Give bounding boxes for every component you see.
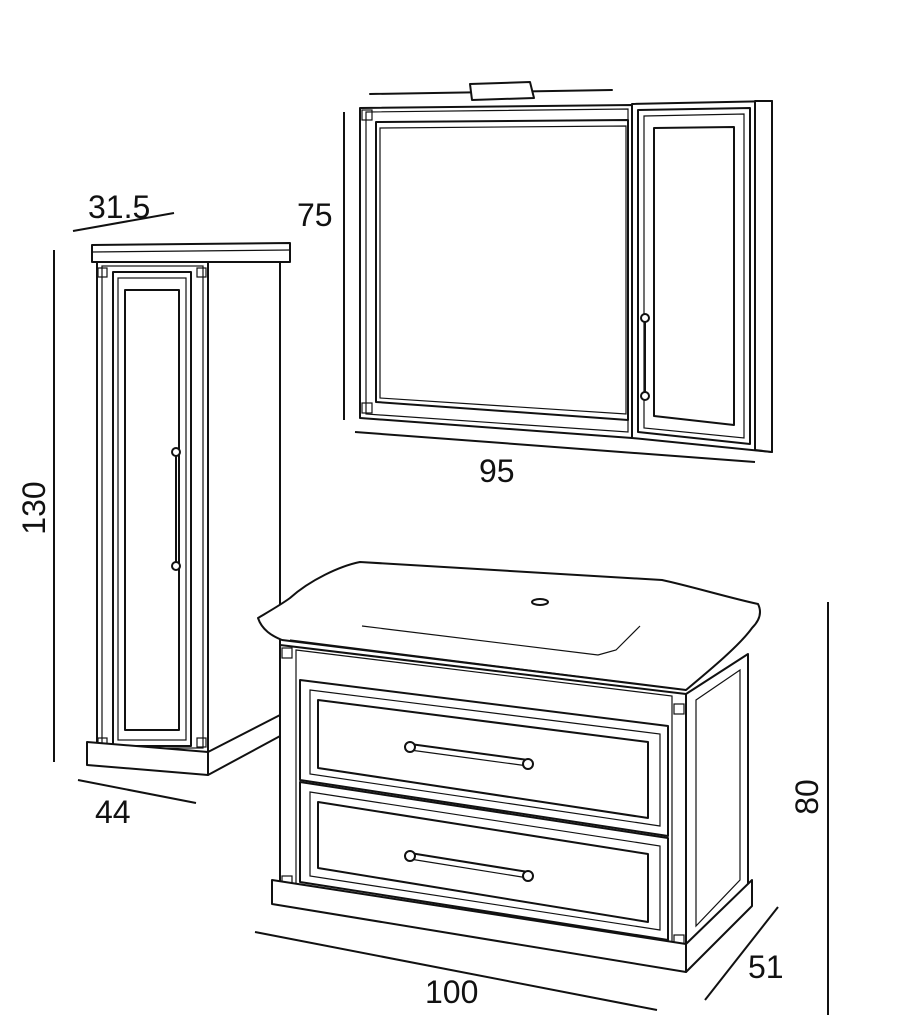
- vanity-depth-label: 51: [748, 949, 784, 985]
- dimension-lines: [53, 112, 829, 1015]
- tall-cabinet-width-label: 44: [95, 794, 131, 830]
- tall-cabinet-depth-label: 31.5: [88, 189, 150, 225]
- vanity-width-label: 100: [425, 974, 478, 1010]
- tall-cabinet-height-label: 130: [16, 481, 52, 534]
- mirror-height-label: 75: [297, 197, 333, 233]
- dimension-labels: 31.5 130 44 75 95 100 51 80: [16, 189, 825, 1010]
- mirror-width-label: 95: [479, 453, 515, 489]
- mirror-cabinet: [359, 81, 773, 453]
- tall-cabinet: [86, 242, 291, 776]
- vanity-unit: [257, 561, 761, 973]
- vanity-height-label: 80: [789, 779, 825, 815]
